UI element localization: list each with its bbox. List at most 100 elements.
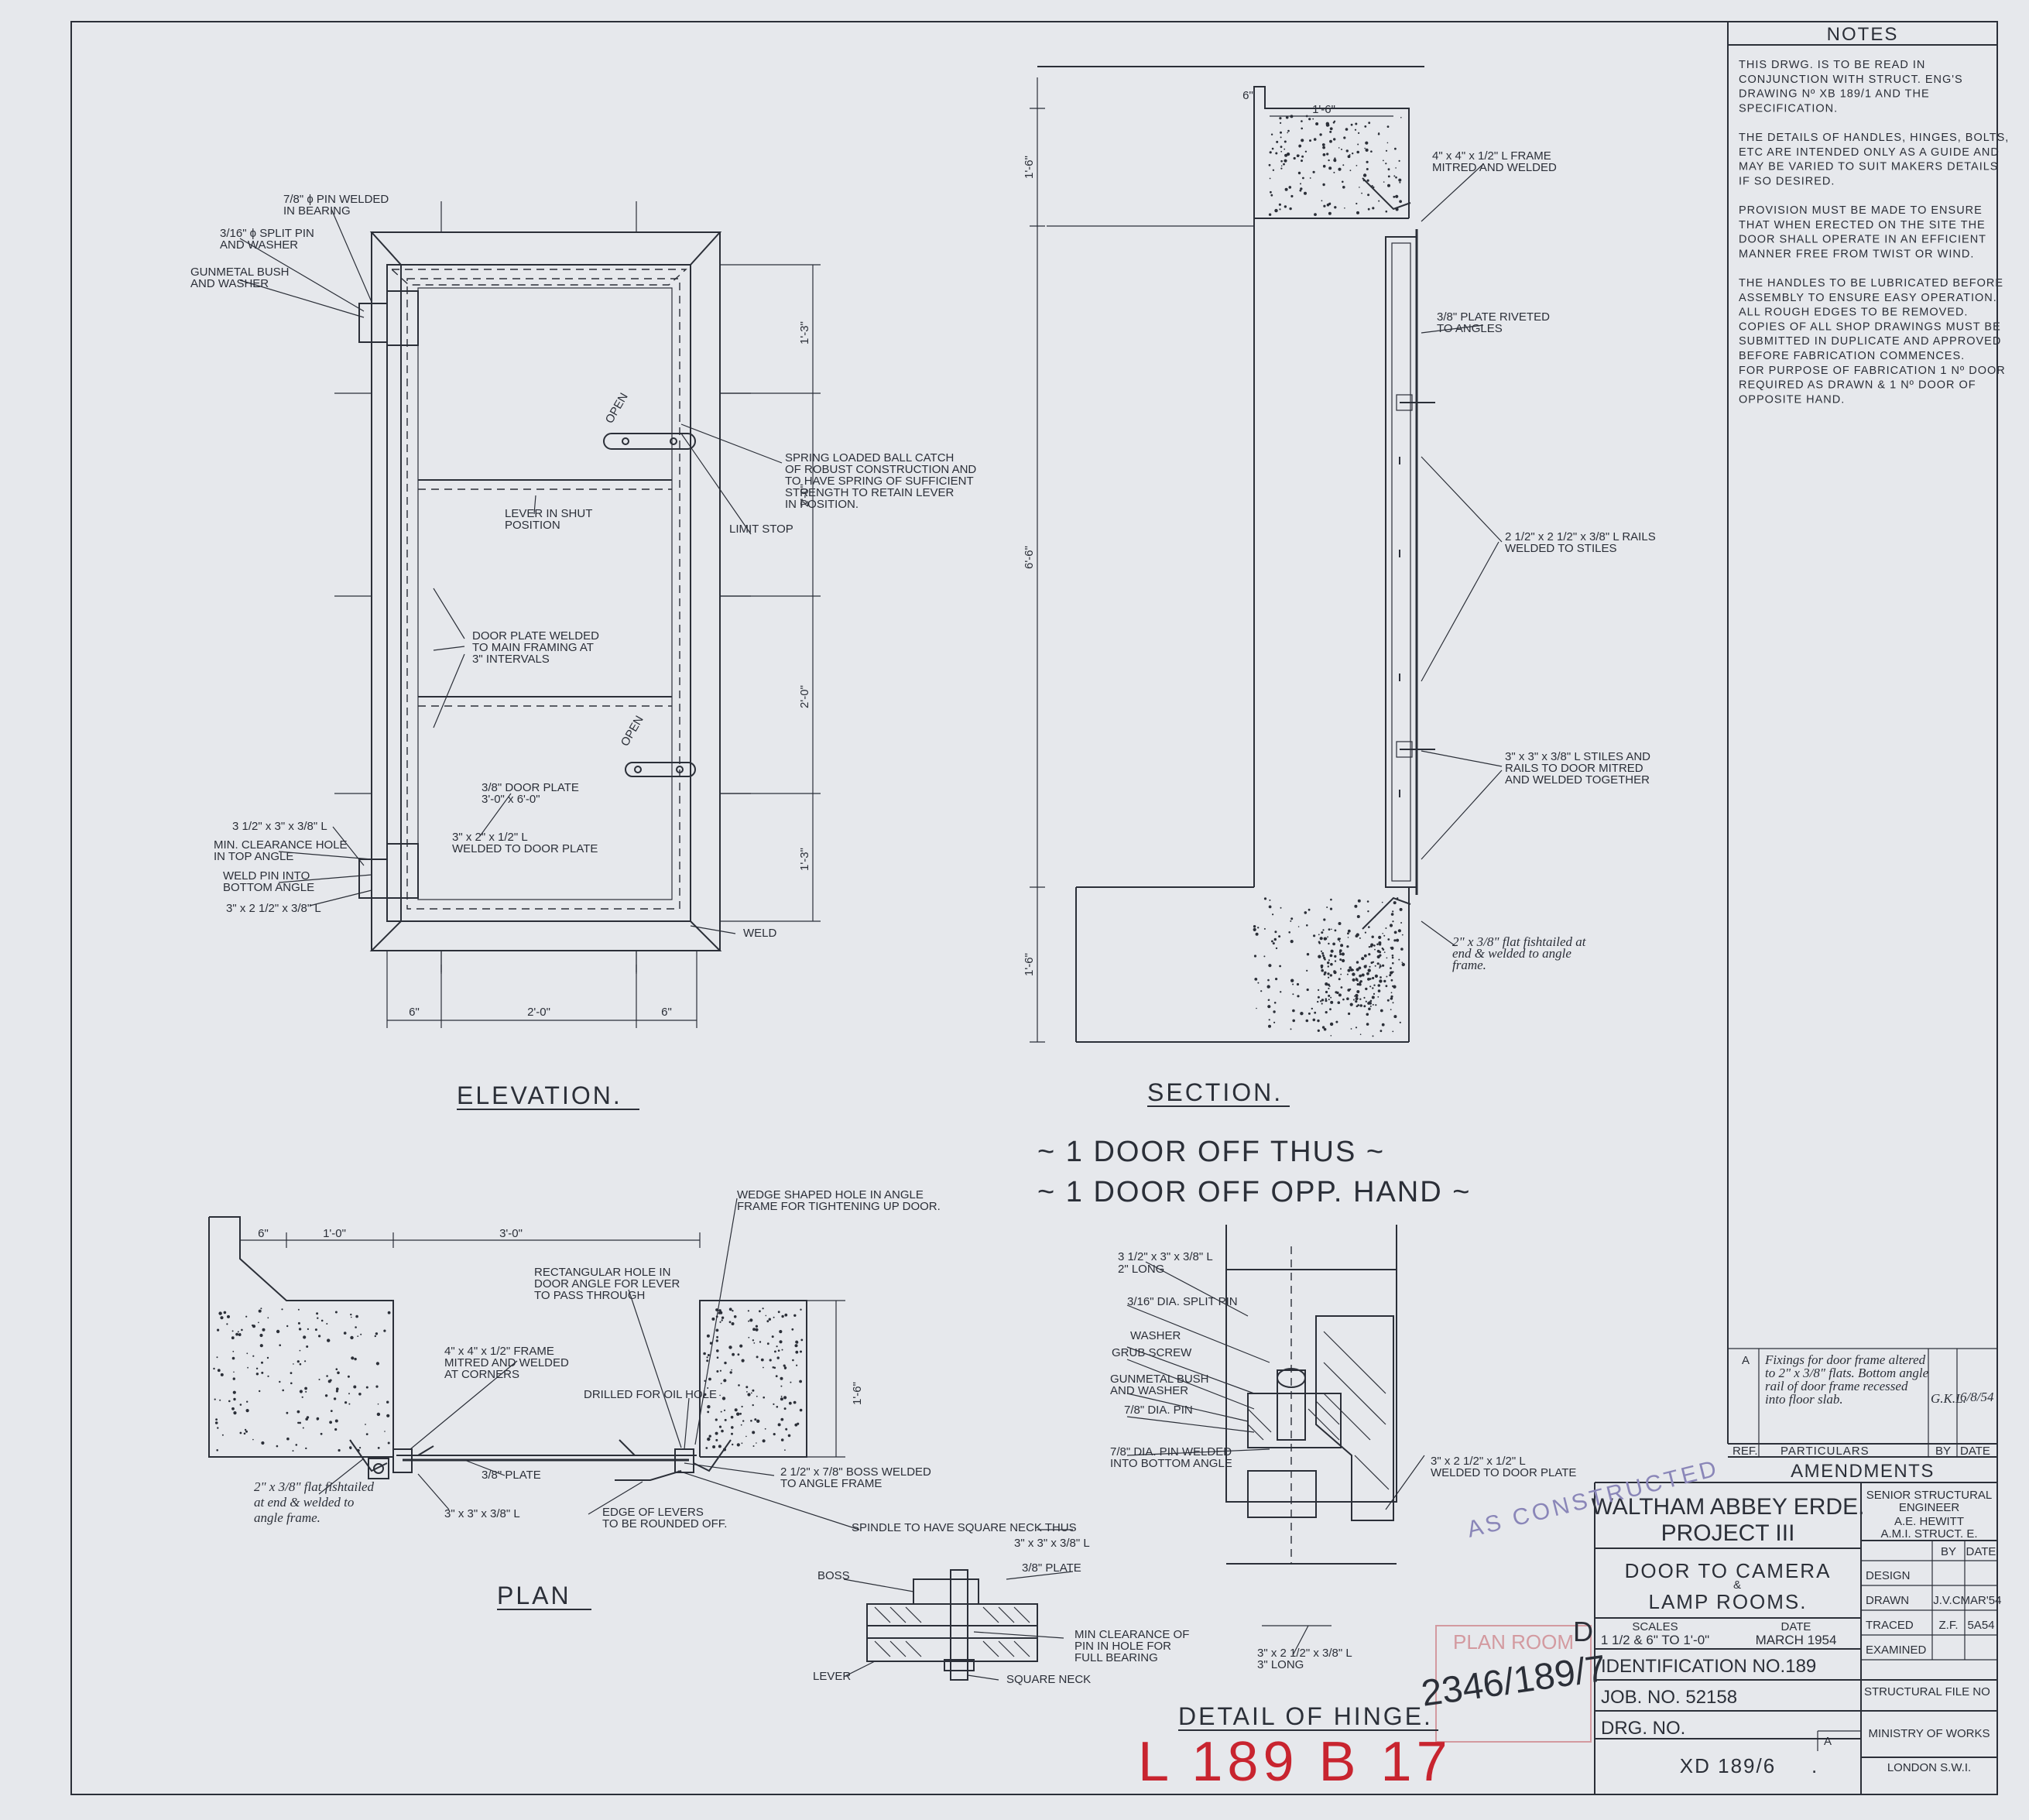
hinge-pin-0: 7/8" DIA. PIN (1124, 1404, 1193, 1417)
note-line-19: SUBMITTED IN DUPLICATE AND APPROVED (1739, 335, 2001, 348)
elev-pin-welded-0: 7/8" ϕ PIN WELDED (283, 193, 389, 206)
spindle-clearance-0: MIN CLEARANCE OF (1074, 1628, 1189, 1641)
date-value: MARCH 1954 (1756, 1633, 1837, 1647)
elev-clearance-0: MIN. CLEARANCE HOLE (214, 838, 348, 852)
elev-angle-weld-1: WELDED TO DOOR PLATE (452, 842, 598, 855)
amend-text-3: into floor slab. (1765, 1392, 1843, 1407)
engineer-qual: A.M.I. STRUCT. E. (1880, 1527, 1977, 1541)
amend-text-2: rail of door frame recessed (1765, 1379, 1908, 1393)
amend-col-by: BY (1935, 1445, 1951, 1458)
amend-col-ref: REF. (1733, 1445, 1758, 1458)
elev-plate-welded-2: 3" INTERVALS (472, 653, 550, 666)
elev-split-pin-1: AND WASHER (220, 238, 298, 252)
note-line-10: PROVISION MUST BE MADE TO ENSURE (1739, 204, 1983, 217)
hinge-angle-bottom-0: 3" x 2 1/2" x 3/8" L (1257, 1647, 1352, 1660)
note-line-22: REQUIRED AS DRAWN & 1 Nº DOOR OF (1739, 379, 1976, 392)
elev-split-pin-0: 3/16" ϕ SPLIT PIN (220, 227, 314, 240)
note-line-20: BEFORE FABRICATION COMMENCES. (1739, 350, 1965, 362)
plan-flat-2: angle frame. (254, 1510, 320, 1525)
plan-rect-hole-1: DOOR ANGLE FOR LEVER (534, 1277, 680, 1290)
note-line-13: MANNER FREE FROM TWIST OR WIND. (1739, 248, 1974, 260)
elev-spring-catch-1: OF ROBUST CONSTRUCTION AND (785, 463, 976, 476)
tb-row-label-2: TRACED (1866, 1619, 1914, 1632)
spindle-neck-0: SQUARE NECK (1006, 1673, 1091, 1686)
tb-row-by-2: Z.F. (1939, 1619, 1959, 1632)
sec-dim-6: 6" (1242, 89, 1253, 102)
sec-frame-0: 4" x 4" x 1/2" L FRAME (1432, 149, 1551, 163)
quantity-note-1: ~ 1 DOOR OFF THUS ~ (1037, 1136, 1385, 1168)
plan-rect-hole-2: TO PASS THROUGH (534, 1289, 645, 1302)
note-line-1: CONJUNCTION WITH STRUCT. ENG'S (1739, 74, 1963, 86)
note-line-12: DOOR SHALL OPERATE IN AN EFFICIENT (1739, 234, 1986, 246)
plan-dim-1: 6" (258, 1227, 269, 1240)
notes-heading: NOTES (1827, 24, 1899, 45)
elev-angle-weld-0: 3" x 2" x 1/2" L (452, 831, 528, 844)
spindle-lever-0: LEVER (813, 1670, 851, 1683)
elev-dim-r3: 2'-0" (798, 685, 811, 708)
elev-angle-3x2-0: 3" x 2 1/2" x 3/8" L (226, 902, 321, 915)
drawing-title-amp: & (1733, 1578, 1741, 1592)
elev-dim-b1: 6" (409, 1006, 420, 1019)
elev-angle-35-0: 3 1/2" x 3" x 3/8" L (232, 820, 327, 833)
plan-dim-4: 1'-6" (851, 1382, 864, 1405)
plan-lever-edge-1: TO BE ROUNDED OFF. (602, 1517, 727, 1530)
elev-door-plate-0: 3/8" DOOR PLATE (482, 781, 579, 794)
elev-dim-r1: 1'-3" (798, 321, 811, 344)
drg-rev: A (1824, 1735, 1832, 1748)
sec-frame-1: MITRED AND WELDED (1432, 161, 1557, 174)
amend-col-particulars: PARTICULARS (1781, 1445, 1870, 1458)
plan-plate-0: 3/8" PLATE (482, 1469, 541, 1482)
ministry: MINISTRY OF WORKS (1869, 1727, 1990, 1740)
amend-date: 6/8/54 (1960, 1390, 1994, 1404)
quantity-note-2: ~ 1 DOOR OFF OPP. HAND ~ (1037, 1176, 1471, 1208)
tb-row-label-1: DRAWN (1866, 1594, 1909, 1607)
tb-row-date-2: 5A54 (1967, 1619, 1994, 1632)
sec-rails-1: WELDED TO STILES (1505, 542, 1617, 555)
elev-dim-r4: 1'-3" (798, 848, 811, 871)
drg-number: XD 189/6 (1680, 1754, 1776, 1777)
engineer-role-1: SENIOR STRUCTURAL (1866, 1489, 1993, 1502)
note-line-11: THAT WHEN ERECTED ON THE SITE THE (1739, 219, 1986, 231)
scales-value: 1 1/2 & 6" TO 1'-0" (1601, 1633, 1709, 1647)
amend-text-0: Fixings for door frame altered (1764, 1352, 1926, 1367)
svg-text:PLAN ROOM: PLAN ROOM (1453, 1630, 1574, 1654)
plan-frame-0: 4" x 4" x 1/2" FRAME (444, 1345, 554, 1358)
sec-plate-riveted-1: TO ANGLES (1437, 322, 1503, 335)
amend-ref-a: A (1742, 1354, 1750, 1367)
tb-row-date-1: MAR'54 (1961, 1594, 2002, 1607)
plan-frame-2: AT CORNERS (444, 1368, 519, 1381)
note-line-5: THE DETAILS OF HANDLES, HINGES, BOLTS, (1739, 132, 2009, 144)
note-line-0: THIS DRWG. IS TO BE READ IN (1739, 59, 1925, 71)
plan-flat-0: 2" x 3/8" flat fishtailed (254, 1479, 374, 1494)
elev-gunmetal-0: GUNMETAL BUSH (190, 266, 290, 279)
note-line-8: IF SO DESIRED. (1739, 175, 1835, 187)
note-line-21: FOR PURPOSE OF FABRICATION 1 Nº DOOR (1739, 365, 2006, 377)
sheet-border (70, 21, 1998, 1795)
spindle-angle-0: 3" x 3" x 3/8" L (1014, 1537, 1090, 1550)
sec-dim-l3: 1'-6" (1023, 953, 1036, 976)
plan-rect-hole-0: RECTANGULAR HOLE IN (534, 1266, 670, 1279)
scales-label: SCALES (1632, 1620, 1678, 1633)
plan-lever-edge-0: EDGE OF LEVERS (602, 1506, 704, 1519)
elev-spring-catch-3: STRENGTH TO RETAIN LEVER (785, 486, 955, 499)
sec-stiles-0: 3" x 3" x 3/8" L STILES AND (1505, 750, 1650, 763)
section-view: 1'-6" 6" 1'-6" 6'-6" 1'-6" 4" x 4" x 1/2… (213, 66, 1656, 1452)
hinge-angle-weld-0: 3" x 2 1/2" x 1/2" L (1431, 1455, 1526, 1468)
elev-lever-shut-1: POSITION (505, 519, 560, 532)
note-line-16: ASSEMBLY TO ENSURE EASY OPERATION. (1739, 292, 1997, 304)
col-date: DATE (1966, 1545, 1996, 1558)
elevation-view: OPEN OPEN 1'-3" 2'-0" 2'-0" 1'-3" 6" 2'-… (190, 193, 976, 1028)
elevation-title: ELEVATION. (457, 1081, 622, 1109)
project-name: PROJECT III (1661, 1520, 1795, 1546)
plan-flat-1: at end & welded to (254, 1495, 354, 1510)
elev-plate-welded-1: TO MAIN FRAMING AT (472, 641, 594, 654)
identification-no: IDENTIFICATION NO.189 (1601, 1656, 1816, 1677)
drawing-title-2: LAMP ROOMS. (1648, 1590, 1807, 1613)
elev-lever-shut-0: LEVER IN SHUT (505, 507, 592, 520)
structural-file: STRUCTURAL FILE NO (1864, 1685, 1990, 1698)
london: LONDON S.W.I. (1887, 1761, 1971, 1774)
sec-plate-riveted-0: 3/8" PLATE RIVETED (1437, 310, 1550, 324)
plan-dim-3: 3'-0" (499, 1227, 523, 1240)
hinge-title: DETAIL OF HINGE. (1178, 1702, 1433, 1730)
